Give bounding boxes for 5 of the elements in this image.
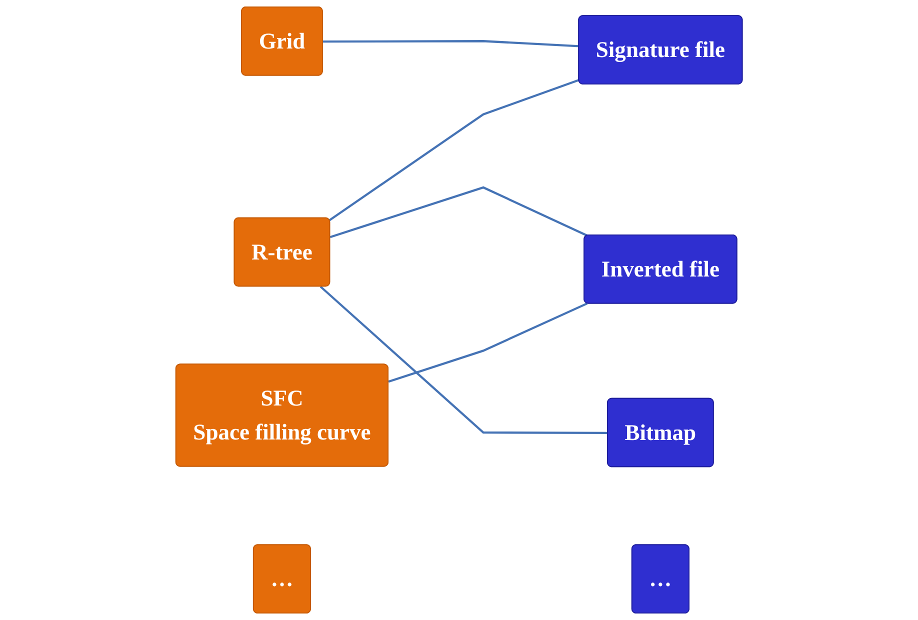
connector: [320, 286, 608, 434]
connector: [322, 40, 580, 48]
connector: [328, 79, 580, 222]
connector: [330, 186, 588, 238]
connector: [388, 302, 588, 383]
